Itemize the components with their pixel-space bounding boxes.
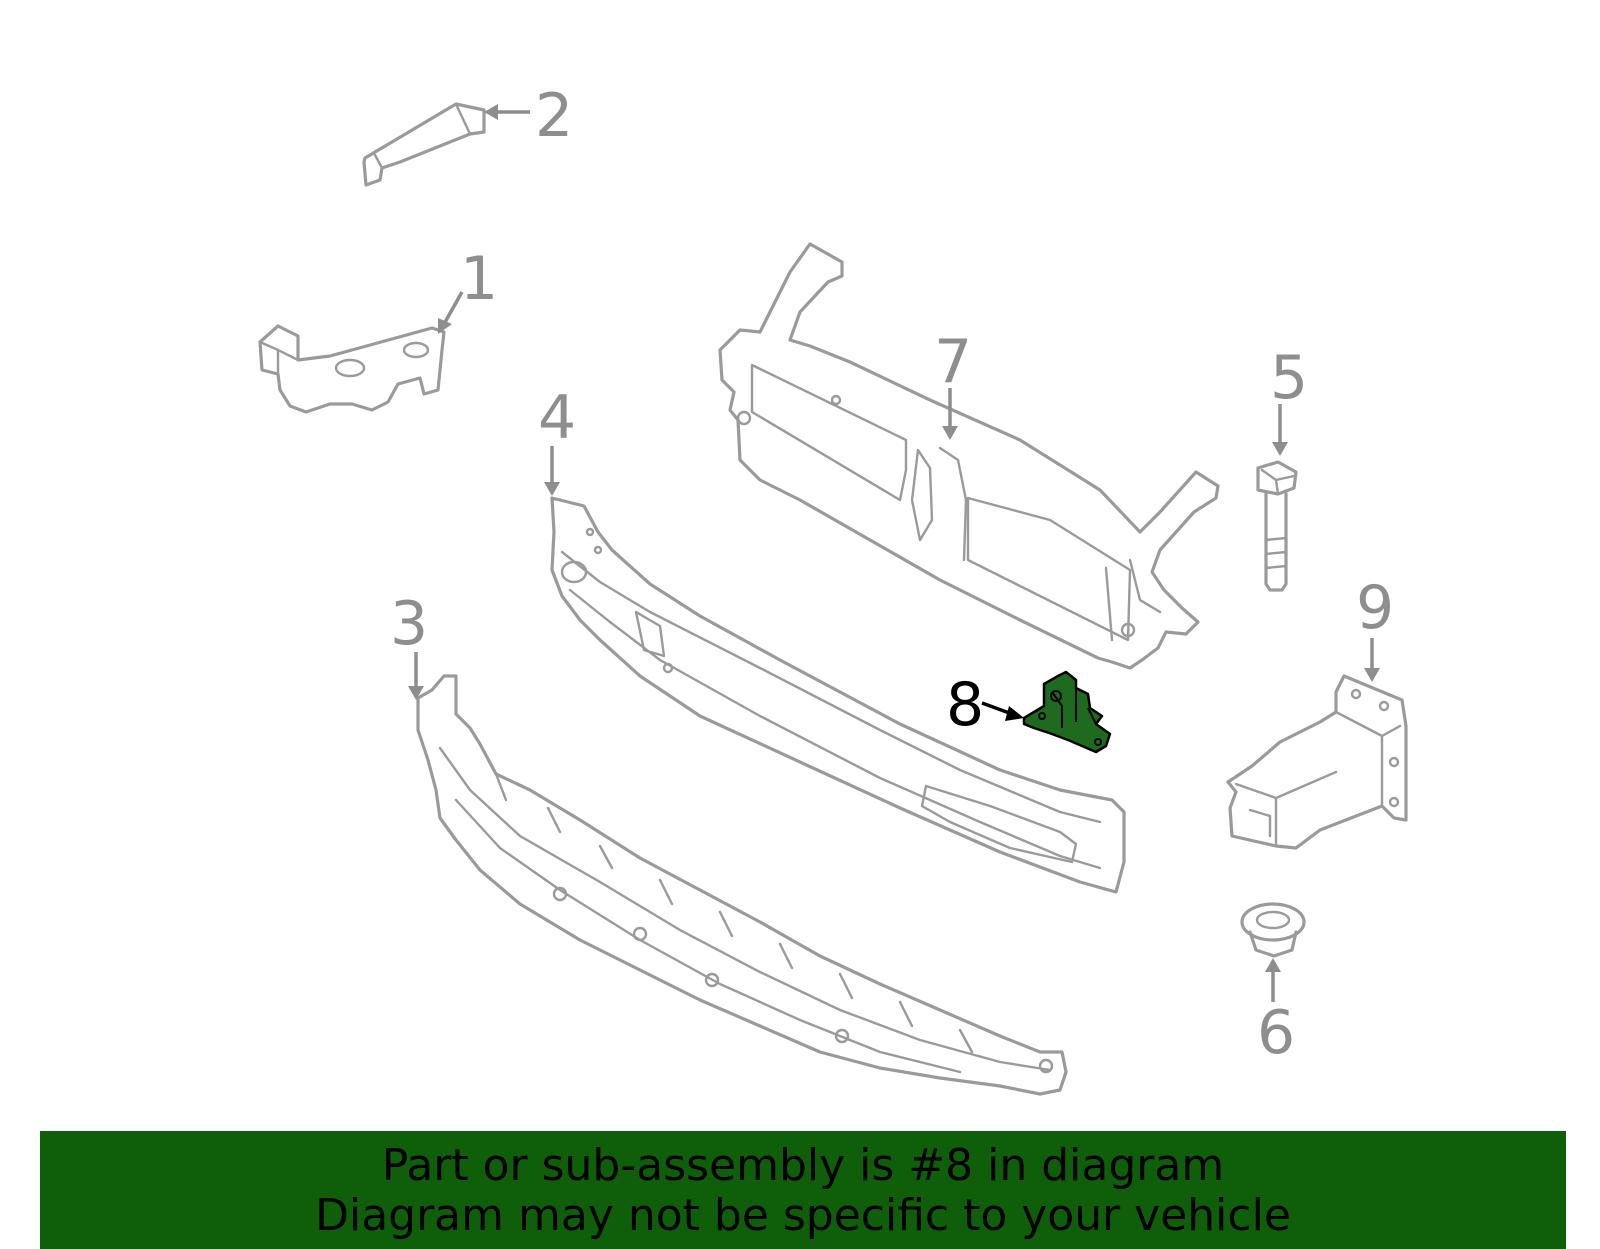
part-9-crash-box [1226,674,1408,850]
callout-4: 4 [538,383,576,453]
part-4-impact-bar [550,496,1126,894]
callout-7: 7 [934,327,972,397]
part-8-bracket-highlighted [1022,670,1112,754]
info-banner: Part or sub-assembly is #8 in diagram Di… [40,1131,1566,1249]
part-3-energy-absorber [416,674,1068,1096]
callout-2: 2 [535,81,573,151]
callout-1: 1 [460,244,498,314]
callout-5: 5 [1270,343,1308,413]
banner-line-part: Part or sub-assembly is #8 in diagram [381,1140,1225,1191]
banner-line-disclaimer: Diagram may not be specific to your vehi… [315,1190,1291,1241]
part-1-bracket [258,324,446,414]
part-7-radiator-support [718,242,1220,670]
part-2-bracket [362,102,486,187]
callout-6: 6 [1257,998,1295,1068]
callout-3: 3 [390,589,428,659]
part-6-nut [1240,902,1306,958]
part-5-bolt [1256,460,1298,592]
callout-8-highlighted: 8 [946,670,984,740]
callout-arrows [408,104,1380,1002]
callout-9: 9 [1356,573,1394,643]
